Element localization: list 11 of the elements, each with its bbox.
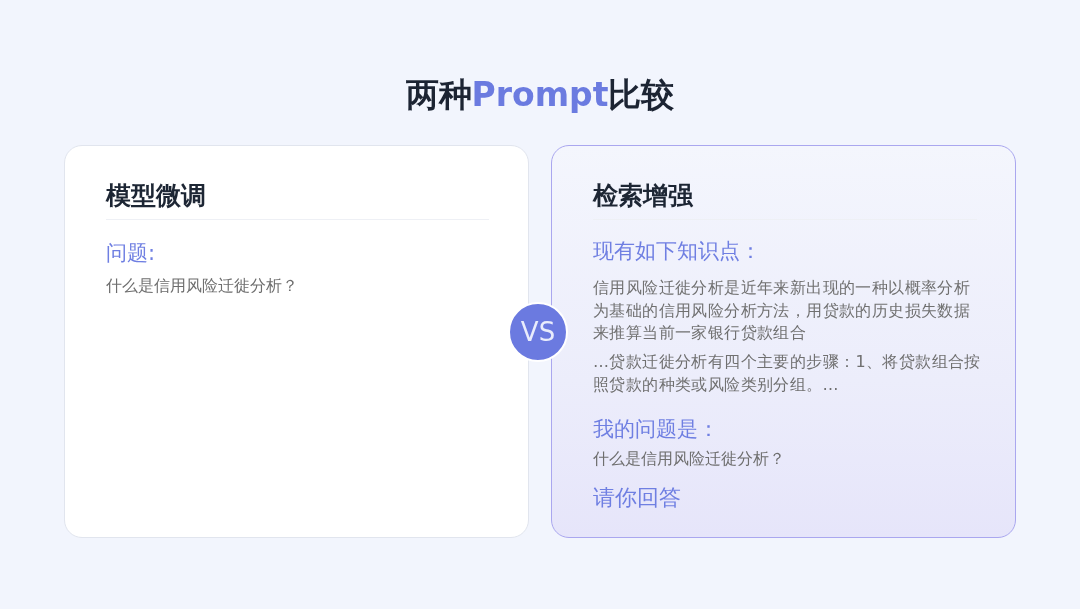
section-label: 现有如下知识点： [593,238,761,264]
title: 两种Prompt比较 [405,75,675,115]
section-label: 问题: [106,240,156,266]
section-label: 我的问题是： [593,416,719,442]
question-text: 什么是信用风险迁徙分析？ [106,275,298,297]
paragraph: …贷款迁徙分析有四个主要的步骤：1、将贷款组合按照贷款的种类或风险类别分组。… [593,351,981,396]
card-heading: 模型微调 [106,181,206,211]
question-text: 什么是信用风险迁徙分析？ [593,448,785,470]
paragraph: 信用风险迁徙分析是近年来新出现的一种以概率分析为基础的信用风险分析方法，用贷款的历史损失数据来推算当前一家银行贷款组合 [593,277,972,344]
card-heading: 检索增强 [593,181,693,211]
section-label: 请你回答 [593,484,681,512]
